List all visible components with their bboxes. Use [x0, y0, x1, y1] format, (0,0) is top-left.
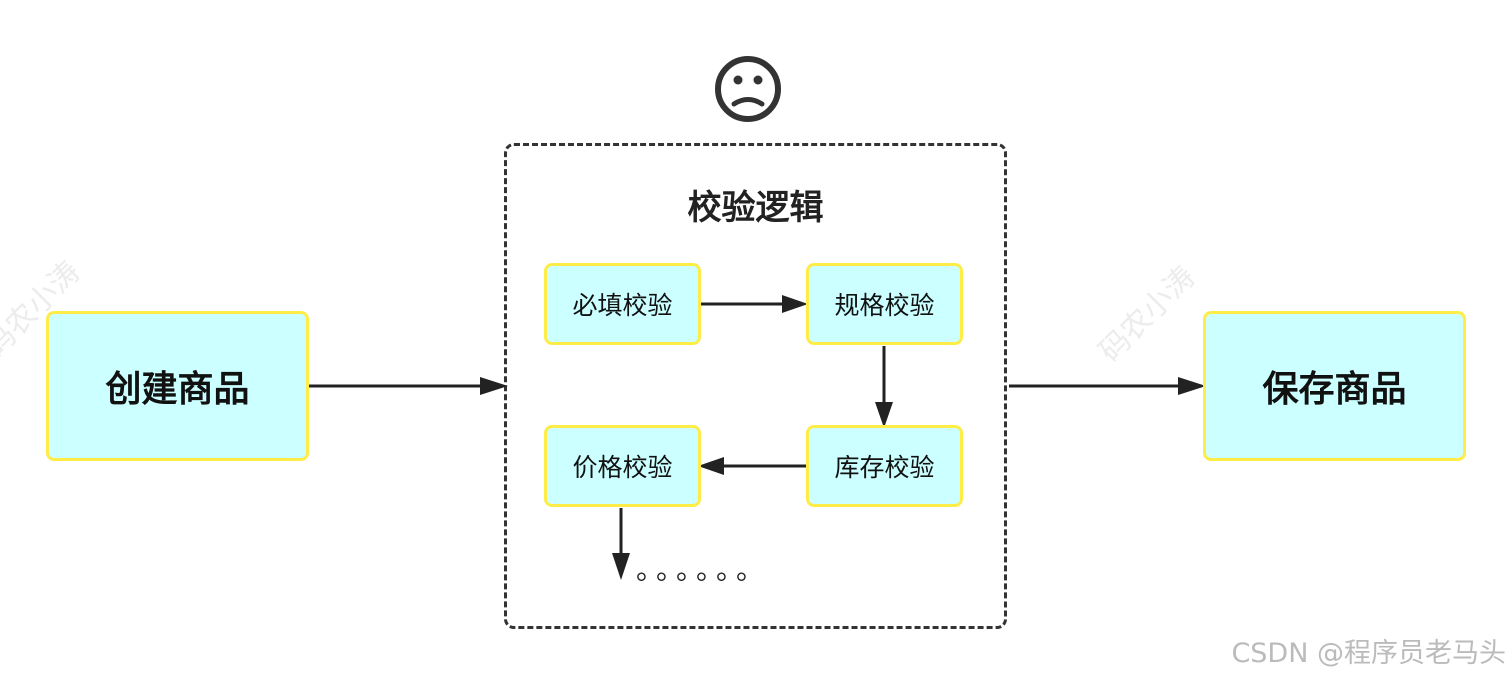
arrow-stock-to-price [698, 457, 806, 475]
node-create-product: 创建商品 [46, 311, 309, 461]
arrow-spec-to-stock [875, 346, 893, 428]
continuation-ellipsis: 。。。。。。 [636, 553, 771, 586]
node-required-check: 必填校验 [544, 263, 701, 345]
arrow-create-to-validation [309, 377, 508, 395]
arrow-validation-to-save [1009, 377, 1206, 395]
node-spec-check: 规格校验 [806, 263, 963, 345]
node-price-check: 价格校验 [544, 425, 701, 507]
node-stock-check: 库存校验 [806, 425, 963, 507]
node-save-product: 保存商品 [1203, 311, 1466, 461]
arrow-price-to-continuation [612, 508, 630, 580]
sad-face-icon [715, 56, 781, 122]
arrow-required-to-spec [701, 295, 808, 313]
footer-credit: CSDN @程序员老马头 [1231, 638, 1506, 669]
validation-group-title: 校验逻辑 [687, 188, 824, 228]
